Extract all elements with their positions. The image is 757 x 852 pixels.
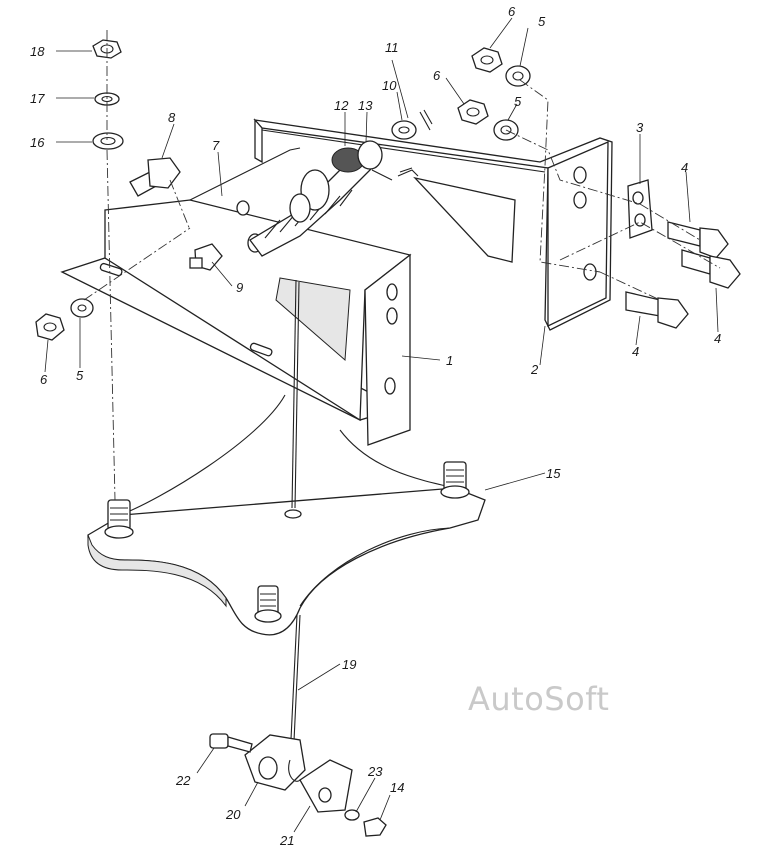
label-7: 7 [212,138,220,153]
fasteners [35,39,741,341]
label-6-left: 6 [40,372,48,387]
watermark: AutoSoft [468,680,609,718]
part-labels: 18 17 16 8 7 9 11 10 12 13 1 2 3 4 4 4 6… [30,4,721,848]
leader-lines [44,17,719,833]
label-4-right: 4 [714,331,721,346]
label-23: 23 [367,764,383,779]
label-6-top: 6 [508,4,516,19]
assembly-axes [83,30,721,501]
label-13: 13 [358,98,373,113]
label-1: 1 [446,353,453,368]
label-9: 9 [236,280,243,295]
plate-15 [87,394,486,636]
label-4-middle: 4 [632,344,639,359]
cable-19 [284,279,302,763]
label-12: 12 [334,98,349,113]
bracket-1 [60,147,412,446]
label-11: 11 [385,40,399,55]
bracket-2 [253,118,613,331]
label-16: 16 [30,135,45,150]
label-21: 21 [279,833,294,848]
label-5-left: 5 [76,368,84,383]
label-20: 20 [225,807,241,822]
label-18: 18 [30,44,45,59]
label-5-top: 5 [538,14,546,29]
label-14: 14 [390,780,404,795]
label-17: 17 [30,91,45,106]
cable-clamp [209,733,387,837]
label-3: 3 [636,120,644,135]
label-10: 10 [382,78,397,93]
label-8: 8 [168,110,176,125]
label-6-middle: 6 [433,68,441,83]
label-5-middle: 5 [514,94,522,109]
label-15: 15 [546,466,561,481]
label-22: 22 [175,773,191,788]
label-19: 19 [342,657,356,672]
label-2: 2 [530,362,539,377]
label-4-top: 4 [681,160,688,175]
spring-mechanism [249,140,413,257]
